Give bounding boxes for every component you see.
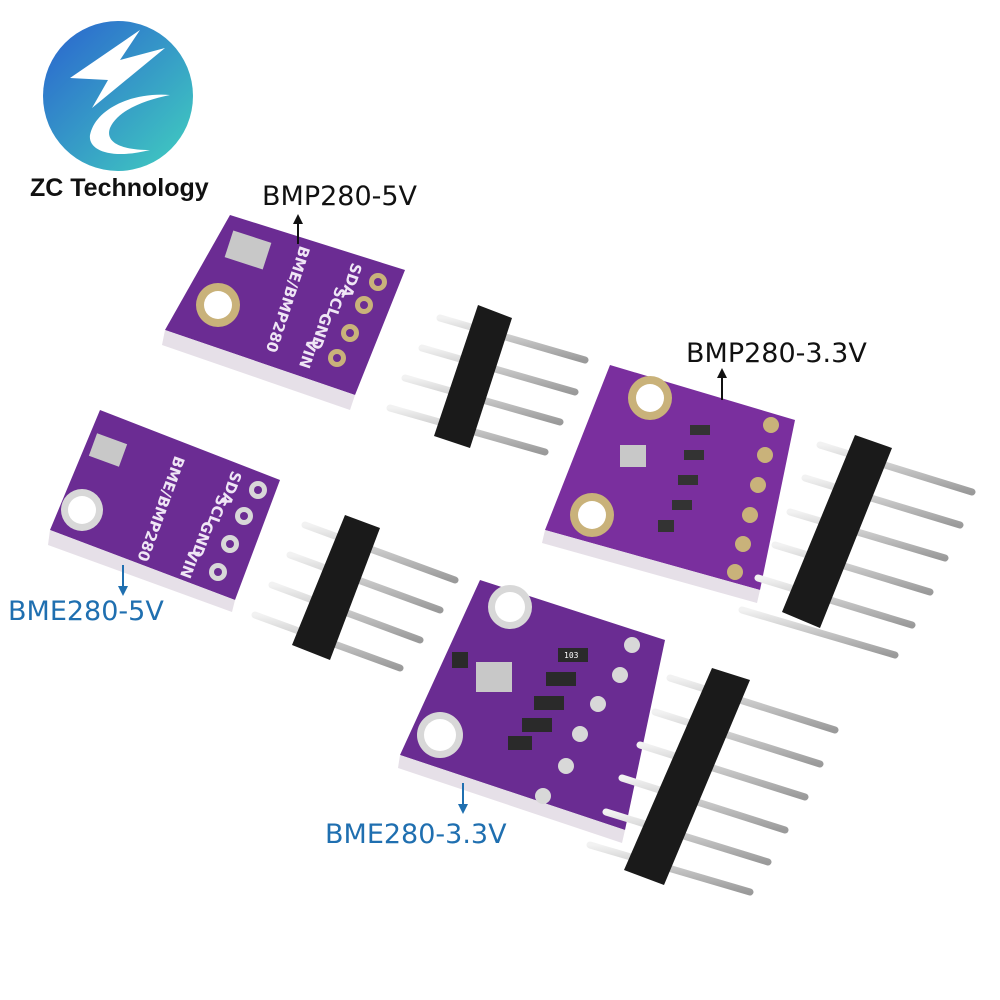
pin-header-4-left bbox=[251, 515, 459, 672]
label-text: BMP280-3.3V bbox=[686, 338, 867, 369]
label-bmp280-3v3: BMP280-3.3V bbox=[686, 338, 867, 400]
label-bme280-5v: BME280-5V bbox=[8, 565, 164, 627]
pin-header-6-right bbox=[738, 435, 976, 659]
label-text: BMP280-5V bbox=[262, 181, 418, 212]
resistor-code: 103 bbox=[564, 651, 579, 660]
pin-header-6-bottom bbox=[586, 668, 839, 896]
brand-name: ZC Technology bbox=[30, 174, 209, 202]
board-bme280-3v3: 103 bbox=[398, 580, 665, 843]
board-bmp280-5v: SDA SCL GND VIN BME/BMP280 bbox=[162, 215, 405, 410]
board-bmp280-3v3 bbox=[542, 365, 795, 603]
label-text: BME280-5V bbox=[8, 596, 164, 627]
pin-header-4-top bbox=[386, 305, 589, 456]
board-bme280-5v: SDA SCL GND VIN BME/BMP280 bbox=[48, 410, 280, 612]
label-bme280-3v3: BME280-3.3V bbox=[325, 783, 507, 850]
label-text: BME280-3.3V bbox=[325, 819, 507, 850]
zc-logo bbox=[43, 21, 193, 171]
label-bmp280-5v: BMP280-5V bbox=[262, 181, 418, 244]
